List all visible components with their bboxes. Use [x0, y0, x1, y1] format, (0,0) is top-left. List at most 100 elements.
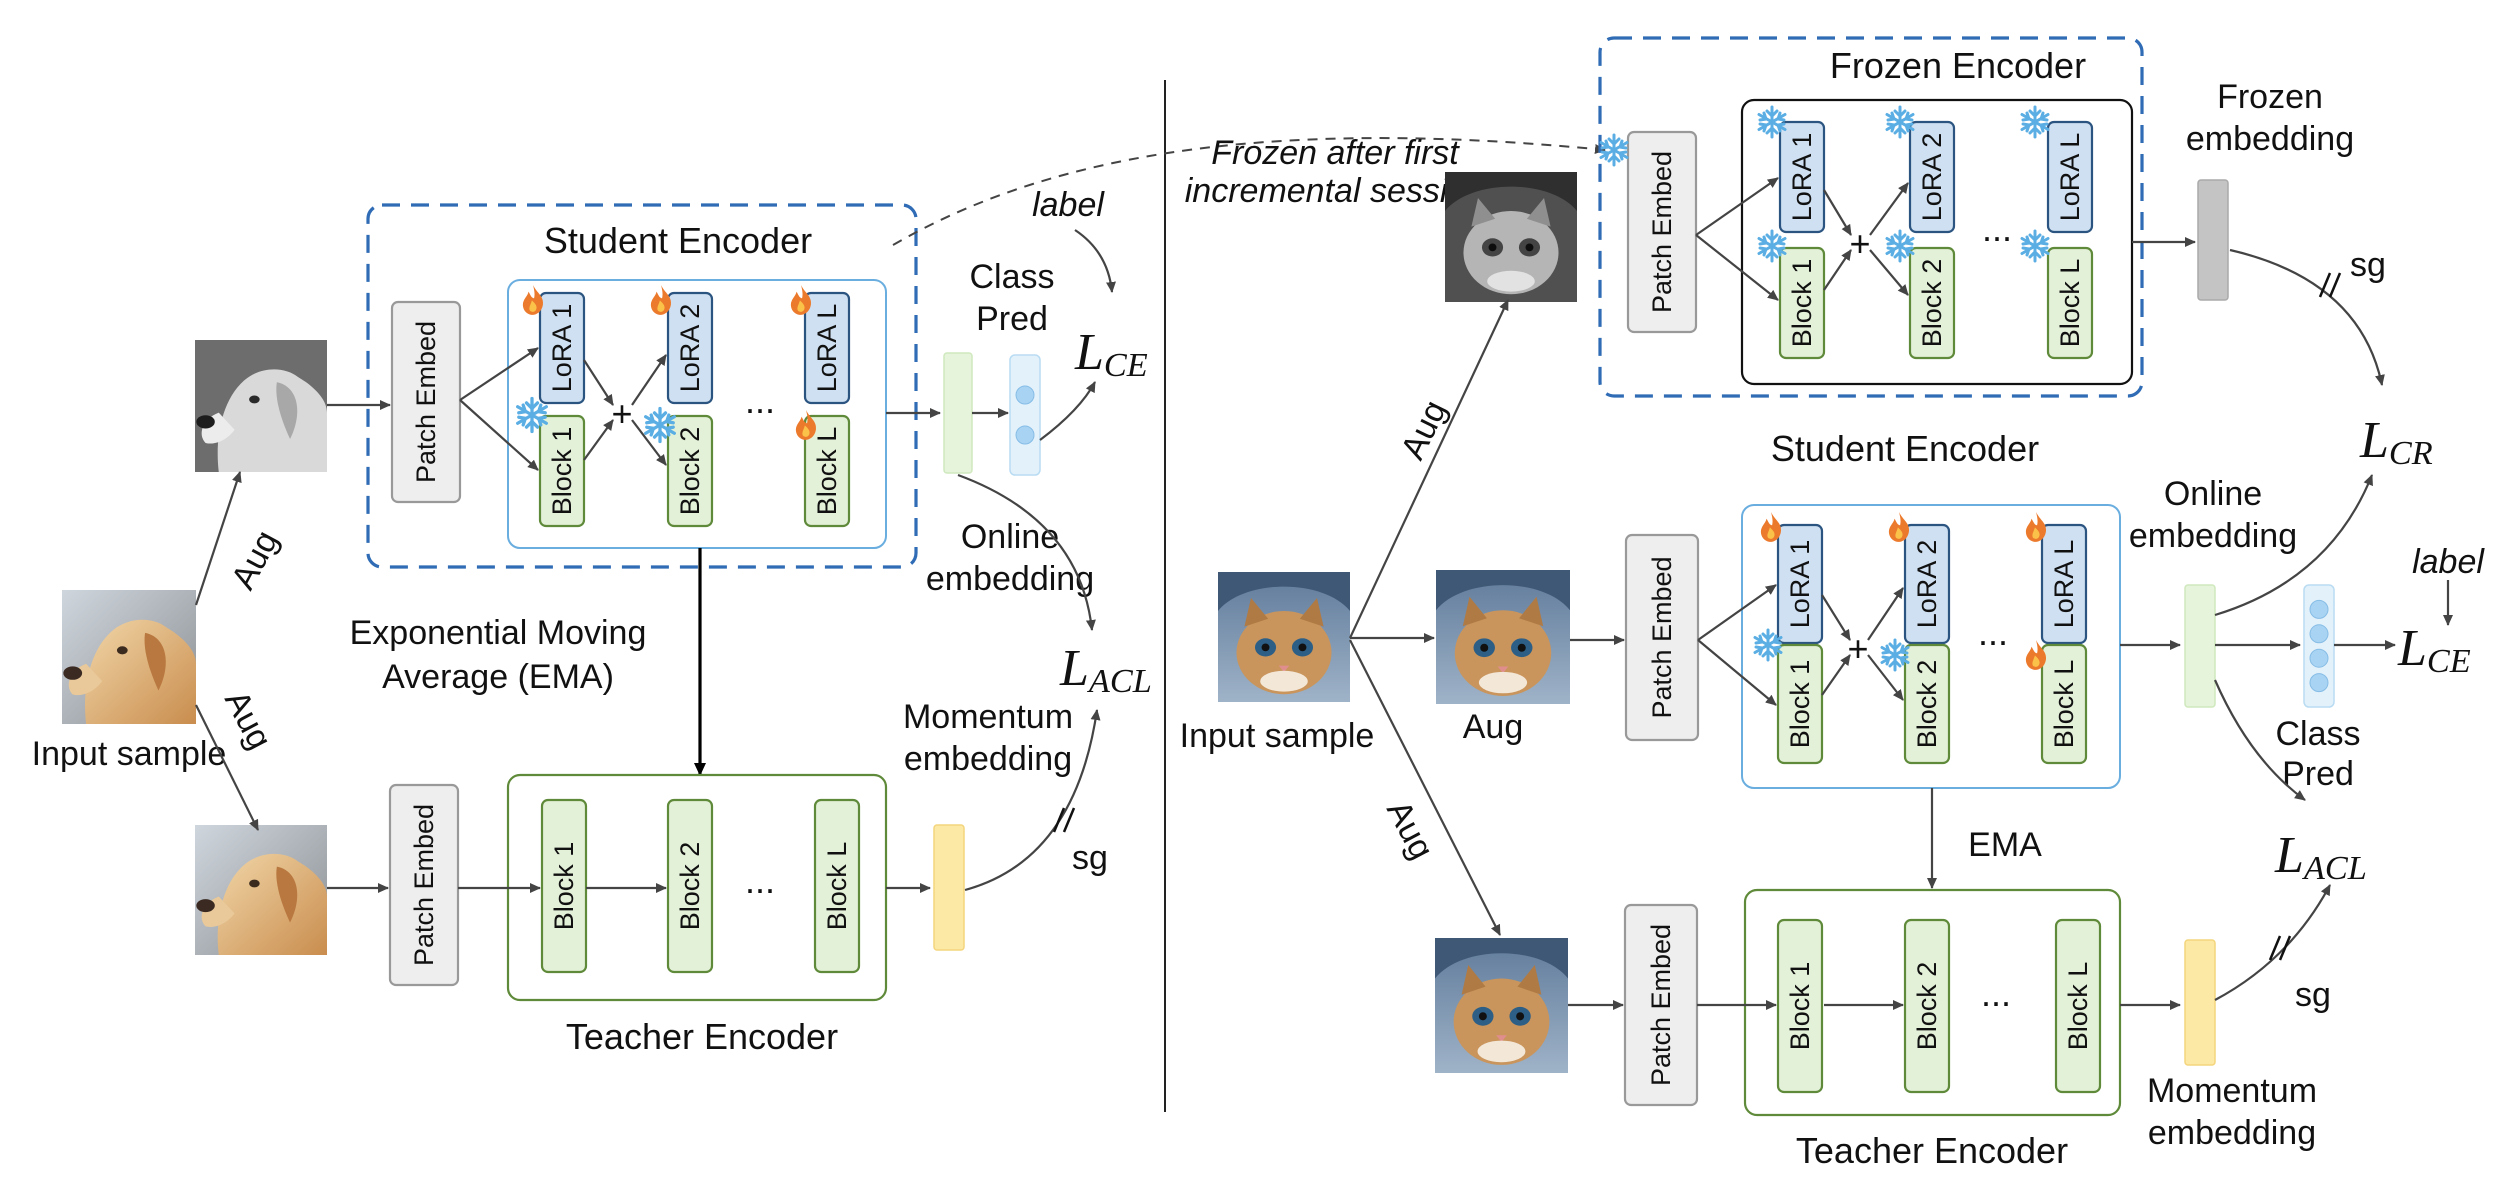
aug-arrow-bottom [1349, 639, 1501, 936]
arrow [1695, 234, 1779, 301]
ellipsis: ... [1981, 973, 2011, 1014]
arrow [459, 399, 539, 471]
aug-label-upper: Aug [224, 524, 286, 595]
right-teacher-block-3 [2054, 918, 2102, 1094]
input-sample-label: Input sample [1180, 717, 1375, 755]
sg-label: sg [1072, 839, 1108, 877]
arrow [1867, 654, 1904, 701]
teacher-block-2-label: Block 2 [675, 842, 705, 931]
right-teacher-encoder-frame [1743, 888, 2122, 1117]
label-text: label [2412, 543, 2485, 581]
aug-photo-kitten-crop [1435, 938, 1568, 1073]
right-teacher-block-1 [1776, 918, 1824, 1094]
arrow [1869, 249, 1909, 296]
teacher-block-1 [540, 798, 588, 974]
class-pred-dot [2309, 648, 2329, 668]
plus-sign: + [1847, 628, 1868, 669]
frozen-block-2 [1908, 246, 1956, 360]
snowflake-icon [2020, 105, 2050, 139]
teacher-encoder-title: Teacher Encoder [1796, 1130, 2068, 1171]
aug-label-top: Aug [1394, 394, 1455, 465]
frozen-lora-2-label: LoRA 2 [1917, 133, 1947, 222]
arrow-momentum-to-acl [2214, 884, 2331, 1001]
student-patch-embed [390, 300, 462, 504]
teacher-block-3-label: Block L [822, 842, 852, 931]
arrow [1869, 182, 1909, 236]
ellipsis: ... [745, 860, 775, 901]
frozen-lora-3-label: LoRA L [2055, 133, 2085, 222]
student-block-2 [666, 414, 714, 528]
frozen-lora-1-label: LoRA 1 [1787, 133, 1817, 222]
stop-gradient-mark [2328, 272, 2342, 298]
arrow [631, 419, 667, 466]
stop-gradient-mark [2278, 935, 2292, 961]
class-pred-dot [2309, 599, 2329, 619]
student-block-2-label: Block 2 [675, 427, 705, 516]
aug-label-mid: Aug [1463, 708, 1524, 746]
online-embedding-bar [943, 352, 973, 474]
arrow-online-to-acl [957, 473, 1096, 631]
aug-photo-dog-gray [195, 340, 327, 472]
frozen-link-arrow [892, 137, 1606, 246]
class-pred-dot [2309, 673, 2329, 693]
ellipsis: ... [745, 380, 775, 421]
arrow-frozen-to-cr [2229, 248, 2385, 386]
arrow [1695, 177, 1779, 236]
student-lora-3-label: LoRA L [812, 304, 842, 393]
student-block-1-label: Block 1 [547, 427, 577, 516]
arrow-momentum-to-acl [964, 709, 1101, 892]
aug-arrow-top [1349, 299, 1509, 639]
frozen-block-3 [2046, 246, 2094, 360]
fire-icon [1760, 512, 1782, 542]
student-lora-1 [538, 291, 586, 405]
right-teacher-block-2 [1903, 918, 1951, 1094]
teacher-patch-embed-label: Patch Embed [409, 804, 439, 966]
student-block-3 [803, 414, 851, 528]
student-lora-3 [803, 291, 851, 405]
student-block-1 [538, 414, 586, 528]
right-momentum-embedding-bar [2184, 939, 2216, 1066]
fire-icon [2025, 512, 2047, 542]
stop-gradient-mark [1052, 807, 1066, 833]
student-lora-2 [666, 291, 714, 405]
loss-ce: LCE [1074, 324, 1148, 385]
aug-label-bottom: Aug [1379, 794, 1441, 865]
aug-photo-kitten-gray [1445, 172, 1577, 302]
fire-icon [790, 285, 812, 315]
fire-icon [1888, 512, 1910, 542]
right-student-block-1-label: Block 1 [1785, 660, 1815, 749]
student-encoder-title: Student Encoder [1771, 428, 2039, 469]
plus-sign: + [611, 393, 632, 434]
arrow [1821, 654, 1851, 696]
frozen-block-3-label: Block L [2055, 259, 2085, 348]
momentum-embedding-bar [933, 824, 965, 951]
student-patch-embed-label: Patch Embed [411, 321, 441, 483]
plus-sign: + [1849, 223, 1870, 264]
right-student-lora-3-label: LoRA L [2049, 540, 2079, 629]
frozen-block-1 [1778, 246, 1826, 360]
frozen-encoder-frame [1598, 36, 2144, 398]
frozen-lora-1 [1778, 120, 1826, 234]
right-student-block-3 [2040, 643, 2088, 765]
sg-label: sg [2350, 246, 2386, 284]
stop-gradient-mark [2268, 935, 2282, 961]
arrow [1697, 584, 1777, 641]
right-student-lora-3 [2040, 523, 2088, 645]
teacher-encoder-title: Teacher Encoder [566, 1016, 838, 1057]
teacher-patch-embed [388, 783, 460, 987]
right-student-lora-2-label: LoRA 2 [1912, 540, 1942, 629]
arrow [1823, 249, 1852, 291]
fire-icon [2025, 640, 2047, 670]
arrow-label-to-ce [1074, 229, 1116, 293]
right-teacher-block-1-label: Block 1 [1785, 962, 1815, 1051]
arrow-online-to-cr [2214, 474, 2374, 617]
student-encoder-title: Student Encoder [544, 220, 812, 261]
right-teacher-block-3-label: Block L [2063, 962, 2093, 1051]
